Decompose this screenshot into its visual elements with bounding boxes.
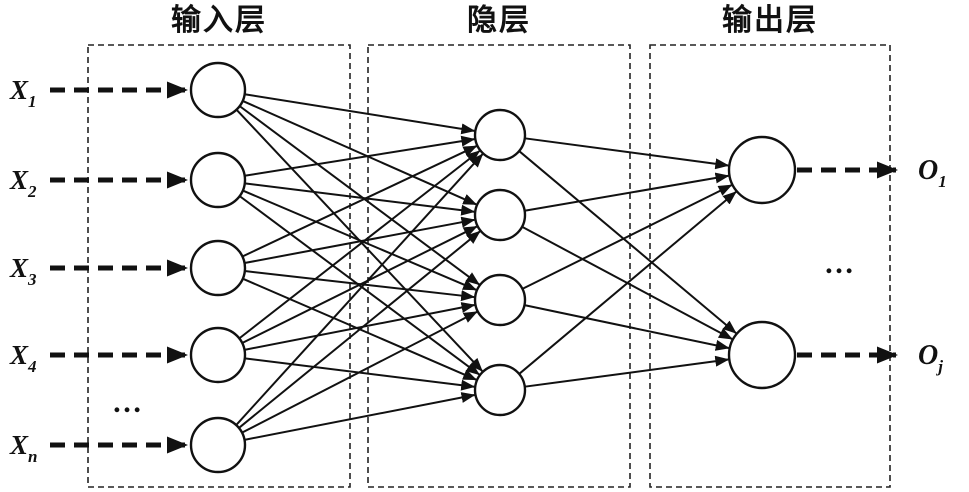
hidden-layer-box: [367, 44, 631, 488]
output-node-1: [727, 135, 797, 205]
output-layer-box: [649, 44, 891, 488]
edge-input3-hidden2: [244, 216, 476, 264]
hidden-node-2: [473, 188, 527, 242]
edge-input3-hidden1: [241, 145, 478, 258]
edge-hidden2-output1: [524, 172, 730, 212]
edge-input4-hidden3: [244, 302, 476, 351]
input-node-3: [189, 239, 247, 297]
edge-hidden3-output1: [521, 184, 733, 290]
input-label-2: X2: [9, 165, 37, 201]
input-layer-box: [87, 44, 351, 488]
hidden-node-3: [473, 273, 527, 327]
edge-hidden4-output2: [524, 355, 730, 388]
edge-input5-hidden1: [235, 153, 484, 426]
input-label-1: X1: [9, 75, 37, 111]
output-layer-title: 输出层: [722, 3, 818, 38]
input-label-4: X4: [9, 340, 37, 376]
hidden-layer-title: 隐层: [467, 3, 531, 38]
input-label-5: Xn: [9, 430, 37, 466]
input-layer-title: 输入层: [171, 3, 267, 38]
edge-input2-hidden1: [244, 135, 476, 177]
edge-input2-hidden3: [242, 189, 477, 291]
edge-input4-hidden1: [238, 150, 481, 340]
edge-input4-hidden2: [241, 225, 478, 344]
edge-input1-hidden1: [244, 93, 476, 135]
input-node-2: [189, 151, 247, 209]
edge-input5-hidden3: [241, 310, 478, 434]
hidden-node-1: [473, 108, 527, 162]
edge-input1-hidden3: [239, 105, 480, 286]
output-label-2: Oj: [918, 340, 943, 376]
edge-input1-hidden2: [242, 100, 478, 206]
neuron-nodes: [189, 61, 797, 474]
edge-input5-hidden2: [238, 230, 481, 429]
connection-edges: [235, 93, 737, 441]
output-ellipsis: …: [824, 247, 857, 280]
input-node-1: [189, 61, 247, 119]
output-node-2: [727, 320, 797, 390]
edge-hidden3-output2: [524, 304, 730, 351]
output-label-1: O1: [918, 155, 947, 191]
input-label-3: X3: [9, 253, 37, 289]
input-node-4: [189, 326, 247, 384]
input-node-5: [189, 416, 247, 474]
edge-input5-hidden4: [244, 392, 476, 441]
hidden-node-4: [473, 363, 527, 417]
edge-hidden4-output1: [518, 191, 737, 375]
edge-hidden1-output1: [524, 137, 730, 170]
input-ellipsis: …: [112, 386, 145, 419]
edge-hidden1-output2: [518, 150, 737, 334]
edge-input2-hidden2: [244, 182, 476, 216]
